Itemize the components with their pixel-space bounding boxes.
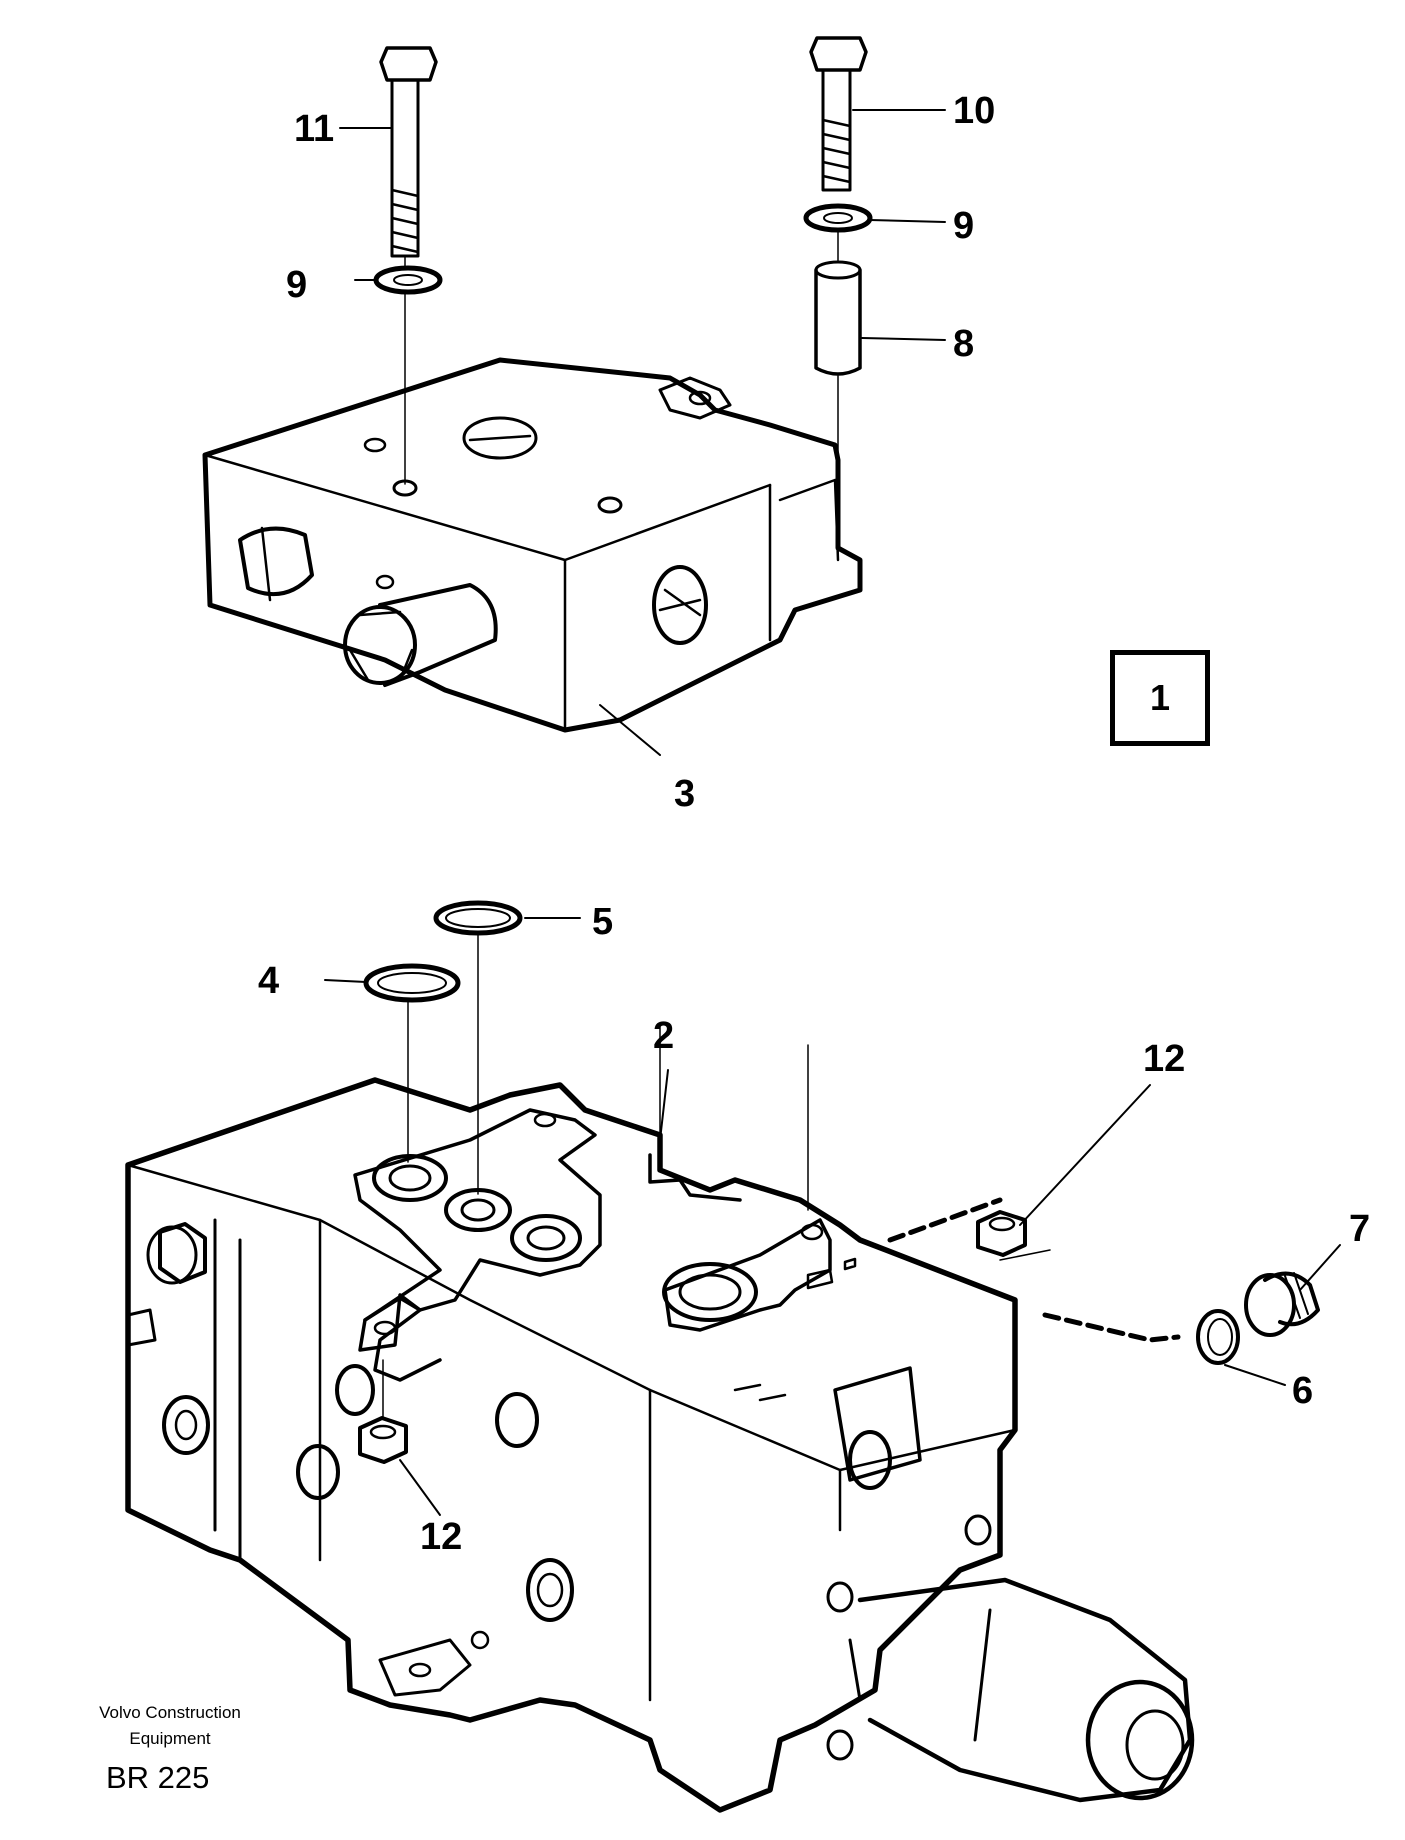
leader-lines-lower bbox=[324, 917, 1341, 1516]
callout-12-lower: 12 bbox=[420, 1516, 463, 1558]
bolt-11 bbox=[379, 46, 438, 269]
leader-lines-upper bbox=[339, 109, 946, 756]
callout-11: 11 bbox=[294, 108, 335, 150]
callout-12-upper: 12 bbox=[1143, 1038, 1186, 1080]
dashed-guides bbox=[887, 1197, 1181, 1343]
nut-12-lower bbox=[358, 1359, 408, 1464]
callout-6: 6 bbox=[1292, 1370, 1314, 1412]
callout-7: 7 bbox=[1349, 1208, 1371, 1250]
callout-9-right: 9 bbox=[953, 205, 975, 247]
company-line-1: Volvo Construction bbox=[99, 1703, 241, 1722]
company-line-2: Equipment bbox=[129, 1729, 211, 1748]
figure-number-box: 1 bbox=[1110, 650, 1210, 746]
washer-9-right bbox=[803, 203, 873, 263]
callout-4: 4 bbox=[258, 960, 280, 1002]
callout-8: 8 bbox=[953, 323, 975, 365]
o-ring-4 bbox=[363, 963, 461, 1163]
plug-7 bbox=[1244, 1271, 1320, 1337]
callout-3: 3 bbox=[674, 773, 696, 815]
callout-2: 2 bbox=[653, 1015, 675, 1057]
nut-12-upper bbox=[976, 1210, 1027, 1257]
spacer-sleeve-8 bbox=[814, 260, 862, 561]
diagram-code: BR 225 bbox=[106, 1760, 210, 1795]
thin-guides bbox=[659, 1024, 1051, 1261]
company-name: Volvo Construction Equipment bbox=[70, 1700, 270, 1752]
callout-5: 5 bbox=[592, 901, 614, 943]
valve-section-3 bbox=[202, 357, 863, 733]
o-ring-5 bbox=[433, 900, 523, 1195]
washer-9-left bbox=[373, 265, 443, 485]
callout-9-left: 9 bbox=[286, 264, 308, 306]
valve-section-2 bbox=[125, 1077, 1195, 1813]
callout-10: 10 bbox=[953, 90, 996, 132]
bolt-10 bbox=[809, 36, 868, 192]
ring-6 bbox=[1196, 1309, 1240, 1365]
